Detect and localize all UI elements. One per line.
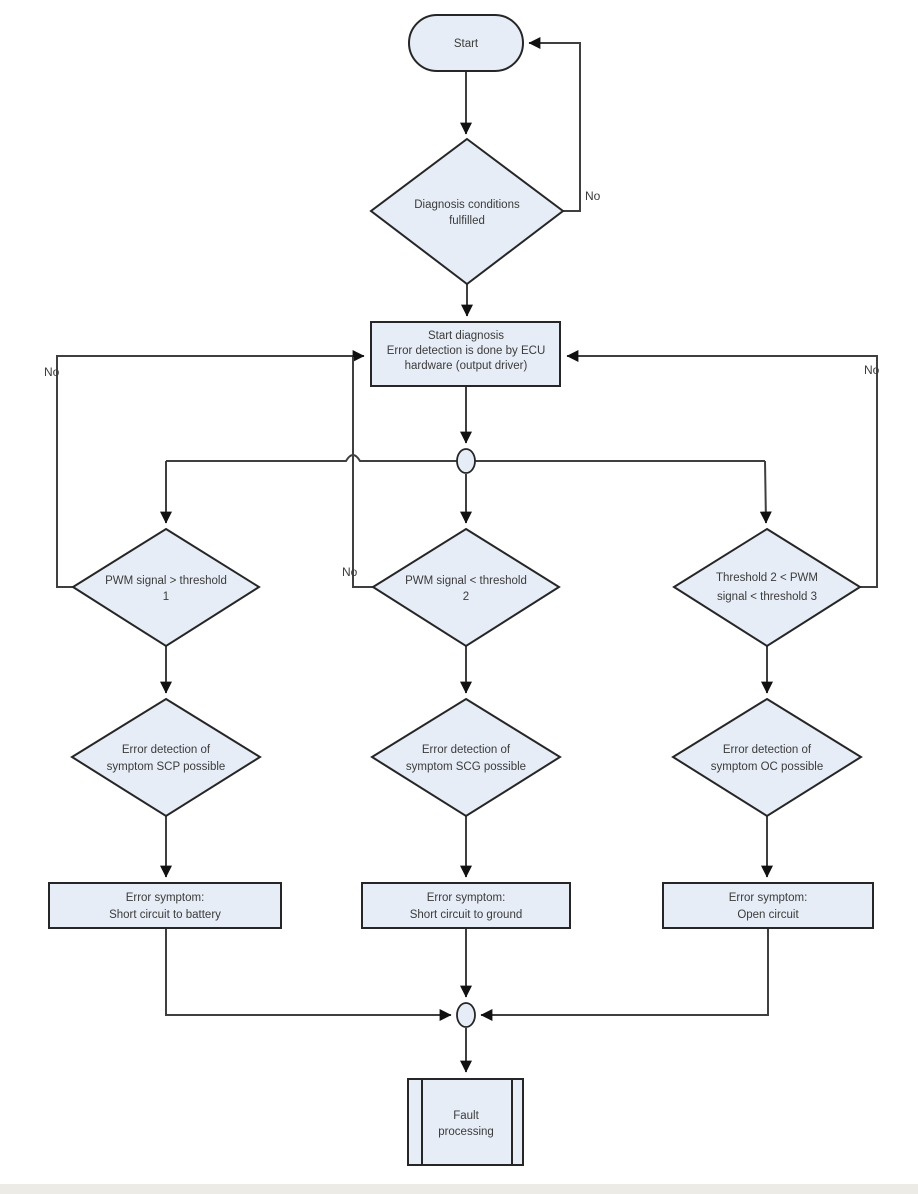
decision-threshold2-pwm-threshold3-line1: Threshold 2 < PWM (716, 572, 818, 584)
start-terminator-shape (408, 14, 524, 72)
merge-junction-connector (456, 1002, 476, 1028)
process-symptom-ground-line2: Short circuit to ground (410, 909, 523, 921)
process-symptom-battery-shape (48, 882, 282, 929)
process-symptom-battery-line2: Short circuit to battery (109, 909, 221, 921)
process-start-diagnosis-line2: Error detection is done by ECU (387, 345, 546, 357)
decision-pwm-lt-threshold2-shape (371, 527, 561, 648)
decision-pwm-gt-threshold1-line1: PWM signal > threshold (105, 575, 227, 587)
page-footer-strip (0, 1184, 918, 1194)
process-symptom-ground-line1: Error symptom: (427, 892, 506, 904)
edge-battery-to-merge (165, 928, 452, 1021)
decision-symptom-scp-line1: Error detection of (122, 744, 211, 756)
decision-pwm-gt-threshold1-shape (71, 527, 261, 648)
decision-pwm-lt-threshold2-line2: 2 (463, 591, 469, 603)
decision-diagnosis-conditions-shape (369, 137, 565, 286)
decision-diagnosis-conditions-line2: fulfilled (449, 215, 485, 227)
fault-processing-line2: processing (438, 1126, 494, 1138)
no-label-start-loop: No (585, 189, 601, 203)
predefined-process-fault-shape (407, 1078, 524, 1166)
decision-threshold2-pwm-threshold3-shape (672, 527, 862, 648)
decision-symptom-oc-line2: symptom OC possible (711, 761, 823, 773)
process-symptom-battery-line1: Error symptom: (126, 892, 205, 904)
process-start-diagnosis-line3: hardware (output driver) (405, 360, 528, 372)
fault-processing-line1: Fault (453, 1110, 479, 1122)
process-symptom-ground-shape (361, 882, 571, 929)
process-symptom-open-shape (662, 882, 874, 929)
process-symptom-open-line2: Open circuit (737, 909, 799, 921)
decision-diagnosis-conditions-line1: Diagnosis conditions (414, 199, 520, 211)
edge-open-to-merge (480, 928, 769, 1021)
decision-threshold2-pwm-threshold3-line2: signal < threshold 3 (717, 591, 817, 603)
decision-pwm-lt-threshold2-line1: PWM signal < threshold (405, 575, 527, 587)
edge-no-left-loop (56, 350, 365, 588)
decision-symptom-scp-line2: symptom SCP possible (107, 761, 226, 773)
edge-conditions-no-loop (528, 37, 581, 212)
decision-symptom-scg-line2: symptom SCG possible (406, 761, 526, 773)
branch-junction-connector (456, 448, 476, 474)
process-start-diagnosis-shape (370, 321, 561, 387)
decision-symptom-scg-line1: Error detection of (422, 744, 511, 756)
edge-branch-right-drop (759, 460, 772, 524)
decision-pwm-gt-threshold1-line2: 1 (163, 591, 169, 603)
decision-symptom-oc-shape (671, 697, 863, 818)
no-label-right-loop: No (864, 363, 880, 377)
no-label-middle-loop: No (342, 565, 358, 579)
no-label-left-loop: No (44, 365, 60, 379)
decision-symptom-scp-shape (70, 697, 262, 818)
process-start-diagnosis-line1: Start diagnosis (428, 330, 504, 342)
decision-symptom-oc-line1: Error detection of (723, 744, 812, 756)
decision-symptom-scg-shape (370, 697, 562, 818)
process-symptom-open-line1: Error symptom: (729, 892, 808, 904)
edge-no-right-loop (566, 350, 878, 588)
edge-no-middle-loop (352, 357, 373, 588)
start-label: Start (454, 38, 479, 50)
